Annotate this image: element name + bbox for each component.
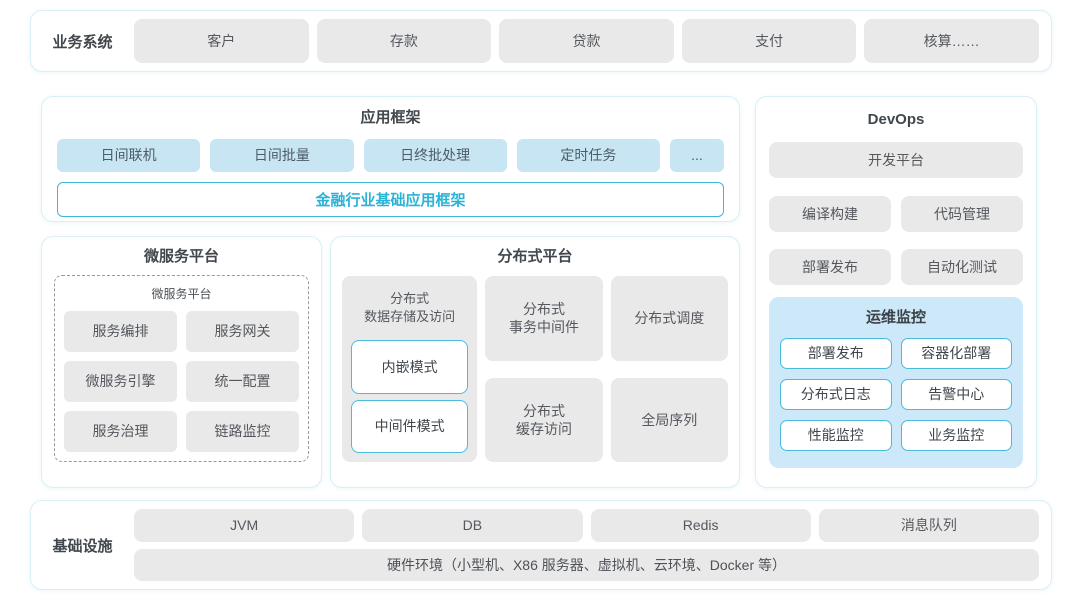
devops-item-code-mgmt: 代码管理: [901, 196, 1023, 232]
microservice-inner-title: 微服务平台: [151, 287, 212, 301]
devops-item-build: 编译构建: [769, 196, 891, 232]
app-framework-panel: 应用框架 日间联机 日间批量 日终批处理 定时任务 ... 金融行业基础应用框架: [41, 96, 740, 222]
ops-item-container-deploy: 容器化部署: [900, 338, 1012, 369]
ops-item-performance-monitor: 性能监控: [780, 420, 892, 451]
infrastructure-label: 基础设施: [52, 537, 113, 555]
infra-item-jvm: JVM: [134, 509, 355, 542]
business-item-accounting: 核算……: [864, 19, 1039, 63]
infrastructure-panel: 基础设施 JVM DB Redis 消息队列 硬件环境（小型机、X86 服务器、…: [30, 500, 1052, 590]
business-item-deposit: 存款: [316, 19, 492, 63]
micro-item-governance: 服务治理: [64, 411, 177, 452]
dist-item-scheduling: 分布式调度: [610, 276, 728, 361]
microservice-platform-title: 微服务平台: [143, 248, 219, 265]
ops-monitoring-title: 运维监控: [865, 309, 926, 326]
distributed-body: 分布式 数据存储及访问 内嵌模式 中间件模式 分布式 事务中间件 分布式 缓存访…: [342, 276, 728, 462]
business-item-customer: 客户: [134, 19, 309, 63]
appfw-item-daytime-online: 日间联机: [57, 139, 201, 172]
microservice-inner-box: 微服务平台 服务编排 服务网关 微服务引擎 统一配置 服务治理 链路监控: [54, 275, 309, 462]
business-systems-items: 客户 存款 贷款 支付 核算……: [134, 19, 1051, 63]
appfw-item-daytime-batch: 日间批量: [210, 139, 354, 172]
app-framework-items: 日间联机 日间批量 日终批处理 定时任务 ...: [57, 139, 724, 172]
devops-dev-platform: 开发平台: [769, 142, 1023, 178]
ops-item-deploy-release: 部署发布: [780, 338, 892, 369]
ops-item-distributed-log: 分布式日志: [780, 379, 892, 410]
devops-item-auto-test: 自动化测试: [901, 249, 1023, 285]
infrastructure-items: JVM DB Redis 消息队列: [134, 509, 1039, 542]
micro-item-engine: 微服务引擎: [64, 361, 177, 402]
devops-title: DevOps: [867, 111, 925, 128]
distributed-col-middle: 分布式 事务中间件 分布式 缓存访问: [485, 276, 603, 462]
storage-mode-embedded: 内嵌模式: [351, 340, 469, 394]
ops-monitoring-panel: 运维监控 部署发布 容器化部署 分布式日志 告警中心 性能监控 业务监控: [769, 297, 1023, 468]
devops-row-1: 编译构建 代码管理: [769, 196, 1023, 232]
business-systems-label: 业务系统: [52, 33, 113, 51]
devops-item-deploy: 部署发布: [769, 249, 891, 285]
infra-item-db: DB: [362, 509, 583, 542]
appfw-item-ellipsis: ...: [670, 139, 724, 172]
finance-base-framework-bar: 金融行业基础应用框架: [57, 182, 724, 217]
appfw-item-eod-batch: 日终批处理: [363, 139, 507, 172]
storage-mode-middleware: 中间件模式: [351, 399, 469, 453]
microservice-items: 服务编排 服务网关 微服务引擎 统一配置 服务治理 链路监控: [64, 311, 299, 452]
infra-item-redis: Redis: [590, 509, 811, 542]
ops-item-alert-center: 告警中心: [900, 379, 1012, 410]
business-systems-panel: 业务系统 客户 存款 贷款 支付 核算……: [30, 10, 1052, 72]
devops-body: 开发平台 编译构建 代码管理 部署发布 自动化测试 运维监控 部署发布 容器化部…: [756, 142, 1036, 468]
infrastructure-body: JVM DB Redis 消息队列 硬件环境（小型机、X86 服务器、虚拟机、云…: [134, 509, 1051, 581]
dist-item-global-sequence: 全局序列: [610, 377, 728, 462]
micro-item-tracing: 链路监控: [186, 411, 299, 452]
distributed-platform-panel: 分布式平台 分布式 数据存储及访问 内嵌模式 中间件模式 分布式 事务中间件 分…: [330, 236, 740, 488]
hardware-environment-bar: 硬件环境（小型机、X86 服务器、虚拟机、云环境、Docker 等）: [134, 549, 1039, 581]
micro-item-gateway: 服务网关: [186, 311, 299, 352]
micro-item-config: 统一配置: [186, 361, 299, 402]
distributed-storage-box: 分布式 数据存储及访问 内嵌模式 中间件模式: [342, 276, 478, 462]
infra-item-mq: 消息队列: [818, 509, 1039, 542]
distributed-storage-label: 分布式 数据存储及访问: [364, 291, 456, 324]
appfw-item-scheduled-task: 定时任务: [516, 139, 660, 172]
distributed-col-right: 分布式调度 全局序列: [610, 276, 728, 462]
dist-item-cache-access: 分布式 缓存访问: [485, 377, 603, 462]
devops-panel: DevOps 开发平台 编译构建 代码管理 部署发布 自动化测试 运维监控 部署…: [755, 96, 1037, 488]
micro-item-orchestration: 服务编排: [64, 311, 177, 352]
business-item-payment: 支付: [681, 19, 857, 63]
business-item-loan: 贷款: [499, 19, 674, 63]
microservice-platform-panel: 微服务平台 微服务平台 服务编排 服务网关 微服务引擎 统一配置 服务治理 链路…: [41, 236, 322, 488]
app-framework-title: 应用框架: [360, 109, 421, 126]
ops-monitoring-items: 部署发布 容器化部署 分布式日志 告警中心 性能监控 业务监控: [780, 338, 1012, 451]
distributed-platform-title: 分布式平台: [497, 248, 573, 265]
dist-item-transaction-middleware: 分布式 事务中间件: [485, 276, 603, 361]
devops-row-2: 部署发布 自动化测试: [769, 249, 1023, 285]
ops-item-business-monitor: 业务监控: [900, 420, 1012, 451]
